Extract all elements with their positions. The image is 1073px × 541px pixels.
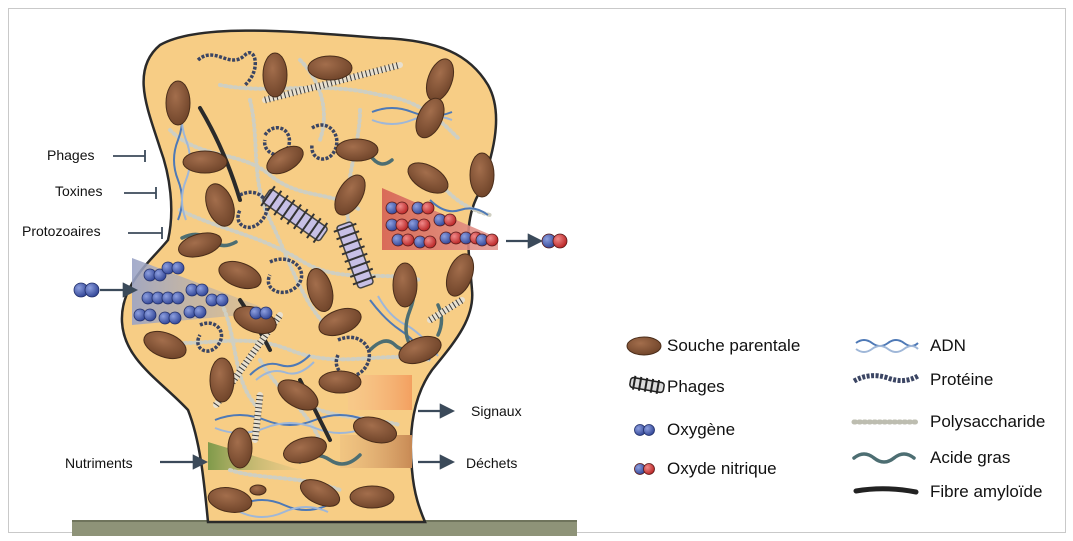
legend-proteine-icon — [854, 376, 918, 381]
label-protozoaires: Protozoaires — [22, 223, 101, 239]
label-toxines: Toxines — [55, 183, 102, 199]
label-phages: Phages — [47, 147, 94, 163]
legend-souche-icon — [627, 337, 661, 355]
legend-adn-label: ADN — [930, 336, 966, 356]
nitric-oxide-outside — [542, 234, 567, 248]
legend-phages-label: Phages — [667, 377, 725, 397]
label-dechets: Déchets — [466, 455, 517, 471]
legend-adn-icon — [856, 340, 918, 352]
legend-oxyde-icon — [635, 464, 655, 475]
legend-fibre-icon — [856, 489, 916, 492]
inhibition-markers — [113, 150, 162, 239]
legend-acide-label: Acide gras — [930, 448, 1010, 468]
legend-oxyde-label: Oxyde nitrique — [667, 459, 777, 479]
oxygen-outside — [74, 283, 99, 297]
legend-oxygene-label: Oxygène — [667, 420, 735, 440]
legend-proteine-label: Protéine — [930, 370, 993, 390]
legend-souche-label: Souche parentale — [667, 336, 800, 356]
label-signaux: Signaux — [471, 403, 522, 419]
legend-acide-icon — [854, 454, 914, 462]
legend-oxygene-icon — [635, 425, 655, 436]
legend-phages-icon — [629, 376, 664, 394]
legend-polysaccharide-label: Polysaccharide — [930, 412, 1045, 432]
legend-fibre-label: Fibre amyloïde — [930, 482, 1042, 502]
label-nutriments: Nutriments — [65, 455, 133, 471]
